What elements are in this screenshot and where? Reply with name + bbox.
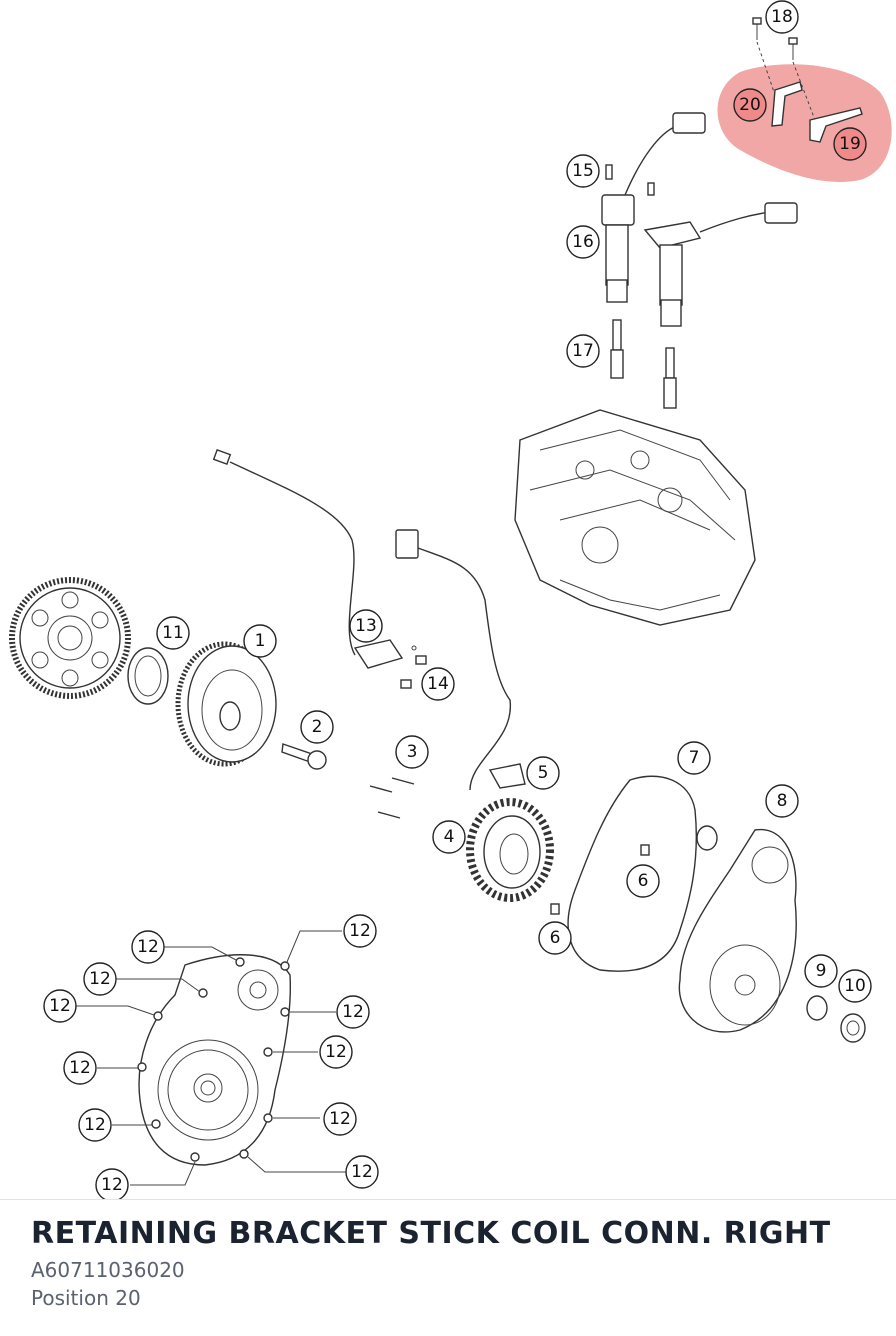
callout-label: 3 — [407, 742, 418, 762]
callout-label: 11 — [162, 623, 184, 643]
callout-label: 10 — [844, 976, 866, 996]
callout-label: 12 — [349, 921, 371, 941]
callout-16: 16 — [566, 225, 600, 259]
callout-14: 14 — [421, 667, 455, 701]
stator — [466, 798, 554, 902]
callout-4: 4 — [432, 820, 466, 854]
callout-label: 2 — [312, 717, 323, 737]
callout-5: 5 — [526, 756, 560, 790]
callout-7: 7 — [677, 741, 711, 775]
part-position: Position 20 — [31, 1286, 141, 1310]
callout-15: 15 — [566, 154, 600, 188]
callout-12i: 12 — [78, 1108, 112, 1142]
callout-12a: 12 — [131, 930, 165, 964]
callout-label: 12 — [84, 1115, 106, 1135]
generator-cover — [678, 828, 866, 1043]
callout-9: 9 — [804, 954, 838, 988]
engine-cylinder-head — [514, 409, 756, 626]
callout-12e: 12 — [336, 995, 370, 1029]
exploded-parts-diagram: 1 2 3 4 5 6 6 7 8 9 10 11 12 12 12 12 12… — [9, 0, 892, 1200]
callout-label: 8 — [777, 791, 788, 811]
callout-11: 11 — [156, 616, 190, 650]
callout-6b: 6 — [538, 921, 572, 955]
callout-label: 12 — [342, 1002, 364, 1022]
callout-12d: 12 — [43, 989, 77, 1023]
callout-12b: 12 — [343, 914, 377, 948]
callout-label: 9 — [816, 961, 827, 981]
callout-6a: 6 — [626, 864, 660, 898]
part-number: A60711036020 — [31, 1258, 185, 1282]
callout-label: 7 — [689, 748, 700, 768]
callout-label: 20 — [739, 95, 761, 115]
callout-13: 13 — [349, 609, 383, 643]
callout-12k: 12 — [95, 1168, 129, 1200]
callout-label: 6 — [638, 871, 649, 891]
callout-label: 17 — [572, 341, 594, 361]
selected-part-highlight — [717, 64, 892, 182]
callout-label: 12 — [101, 1175, 123, 1195]
screws — [369, 777, 415, 819]
stator-harness — [395, 529, 526, 791]
callout-8: 8 — [765, 784, 799, 818]
callout-label: 14 — [427, 674, 449, 694]
callout-10: 10 — [838, 969, 872, 1003]
callout-1: 1 — [243, 624, 277, 658]
callout-20[interactable]: 20 — [733, 88, 767, 122]
callout-label: 5 — [538, 763, 549, 783]
callout-label: 12 — [351, 1162, 373, 1182]
flywheel-bolt — [281, 743, 327, 770]
callout-label: 16 — [572, 232, 594, 252]
part-info-panel: RETAINING BRACKET STICK COIL CONN. RIGHT… — [0, 1199, 896, 1336]
callout-18: 18 — [765, 0, 799, 34]
callout-label: 18 — [771, 7, 793, 27]
callout-12j: 12 — [345, 1155, 379, 1189]
callout-12c: 12 — [83, 962, 117, 996]
cover-inner-view — [76, 930, 346, 1186]
callout-label: 12 — [89, 969, 111, 989]
freewheel-bearing — [127, 647, 169, 705]
ignition-coil-assembly — [601, 17, 863, 409]
callout-label: 12 — [49, 996, 71, 1016]
callout-label: 4 — [444, 827, 455, 847]
starter-gear — [9, 577, 131, 699]
callout-label: 19 — [839, 134, 861, 154]
flywheel-rotor — [175, 641, 277, 767]
callout-label: 12 — [69, 1058, 91, 1078]
callout-12h: 12 — [323, 1102, 357, 1136]
callout-label: 6 — [550, 928, 561, 948]
callout-2: 2 — [300, 710, 334, 744]
cover-gasket — [550, 775, 718, 972]
callout-19: 19 — [833, 127, 867, 161]
callout-12f: 12 — [319, 1035, 353, 1069]
callout-label: 15 — [572, 161, 594, 181]
callout-label: 12 — [137, 937, 159, 957]
callout-label: 1 — [255, 631, 266, 651]
callout-17: 17 — [566, 334, 600, 368]
callout-label: 13 — [355, 616, 377, 636]
callout-label: 12 — [325, 1042, 347, 1062]
part-name: RETAINING BRACKET STICK COIL CONN. RIGHT — [31, 1216, 831, 1251]
callout-label: 12 — [329, 1109, 351, 1129]
callout-12g: 12 — [63, 1051, 97, 1085]
callout-3: 3 — [395, 735, 429, 769]
pickup-sensor-harness — [212, 449, 427, 689]
